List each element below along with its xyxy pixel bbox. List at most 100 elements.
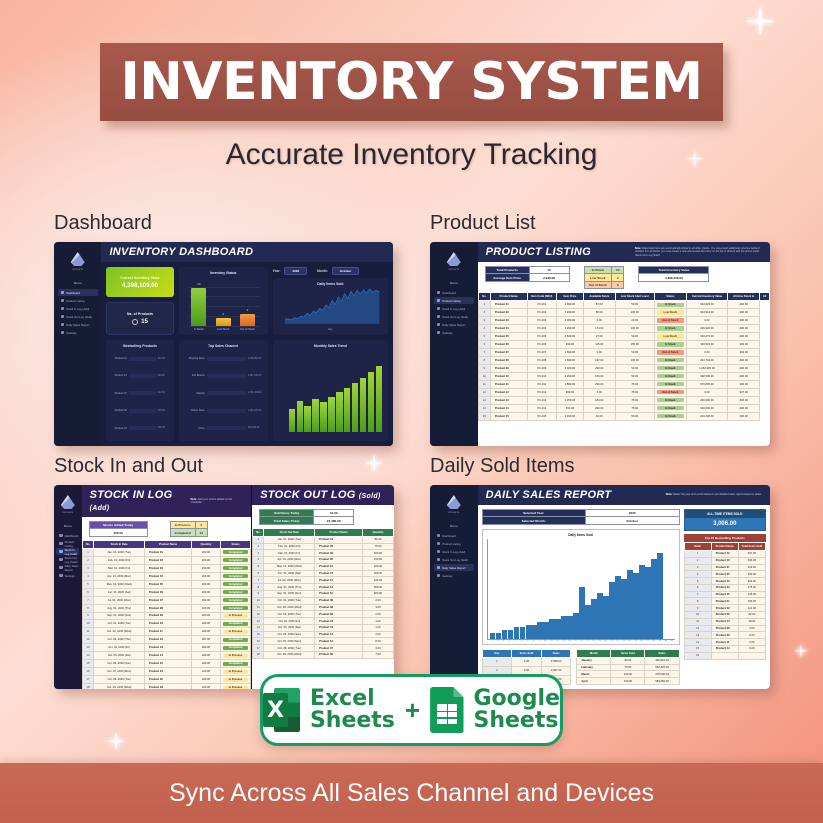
dsr-period-selectors[interactable]: Selected Year:2030 Selected Month:Octobe…	[481, 508, 680, 525]
sidebar-item-settings[interactable]: Settings	[434, 329, 474, 336]
sidebar-item-stock-in[interactable]: Stock In Log (Add)	[56, 548, 80, 556]
sidebar-item-daily-sales[interactable]: Daily Sales Report	[434, 321, 474, 328]
sidebar-item-settings[interactable]: Settings	[58, 329, 98, 336]
stockin-sidebar[interactable]: Accounts Menu Dashboard Product Listing …	[54, 485, 82, 689]
sidebar-item-stock-in[interactable]: Stock In Log (Add)	[434, 548, 474, 555]
sidebar-item-stock-out[interactable]: Stock Out Log (Sold)	[434, 313, 474, 320]
period-selectors[interactable]: Year: 2030 Month: October	[273, 267, 388, 275]
sidebar-item-stock-in[interactable]: Stock In Log (Add)	[58, 305, 98, 312]
sidebar-item-dashboard[interactable]: Dashboard	[434, 532, 474, 539]
sidebar-item-daily-sales[interactable]: Daily Sales Report	[433, 564, 474, 571]
year-select[interactable]: 2030	[584, 508, 680, 518]
sidebar-item-stock-out[interactable]: Stock Out Log (Sold)	[434, 556, 474, 563]
dsr-sidebar[interactable]: Accounts Menu Dashboard Product Listing …	[430, 485, 478, 689]
sidebar-item-settings[interactable]: Settings	[56, 572, 79, 579]
sidebar-item-product-listing[interactable]: Product Listing	[433, 297, 474, 304]
dashboard-sidebar[interactable]: Accounts Menu Dashboard Product Listing …	[54, 242, 102, 446]
sidebar-item-product-listing[interactable]: Product Listing	[58, 297, 98, 304]
sidebar-item-product-listing[interactable]: Product Listing	[56, 540, 79, 548]
month-select[interactable]: October	[584, 516, 680, 525]
sidebar-item-dashboard[interactable]: Dashboard	[434, 289, 474, 296]
sidebar-item-stock-out[interactable]: Stock Out Log (Sold)	[56, 556, 79, 564]
sidebar-item-daily-sales[interactable]: Daily Sales Report	[56, 564, 79, 572]
month-select[interactable]: October	[331, 267, 360, 275]
year-select[interactable]: 2030	[284, 267, 308, 275]
sidebar-item-settings[interactable]: Settings	[434, 572, 474, 579]
table-row[interactable]: 16	[683, 651, 767, 660]
sidebar-item-dashboard[interactable]: Dashboard	[56, 532, 79, 539]
screenshot-dashboard[interactable]: Accounts Menu Dashboard Product Listing …	[54, 242, 393, 446]
sidebar-item-dashboard[interactable]: Dashboard	[57, 289, 98, 296]
sidebar-item-product-listing[interactable]: Product Listing	[434, 540, 474, 547]
